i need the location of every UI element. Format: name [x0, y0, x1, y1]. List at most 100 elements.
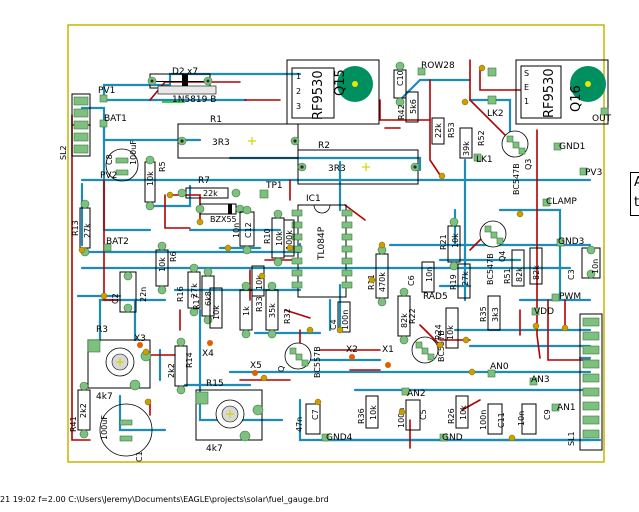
capacitor-c1[interactable]: 100uF C1 — [99, 403, 153, 462]
testpoint-bat1[interactable]: BAT1 — [99, 114, 127, 128]
tp1-label: TP1 — [265, 181, 283, 191]
zener-value: BZX55 — [210, 215, 237, 224]
testpoint-pwm[interactable]: PWM — [551, 292, 581, 302]
testpoint-an3[interactable]: AN3 — [529, 375, 550, 386]
transistor-q-bc557b[interactable]: Q BC557B — [277, 342, 322, 378]
testpoint-x2[interactable]: X2 — [346, 345, 358, 360]
testpoint-x1[interactable]: X1 — [382, 345, 394, 368]
resistor-r33[interactable]: 1k R33 — [239, 281, 264, 339]
mosfet-q16[interactable]: S E 1 RF9530 Q16 — [515, 59, 609, 125]
r3-value: 4k7 — [96, 392, 113, 402]
capacitor-c11[interactable]: 100n C11 — [479, 403, 506, 435]
resistor-r24[interactable]: R24 10k — [434, 307, 459, 349]
ic1-tl084p[interactable]: IC1 TL084P — [291, 194, 353, 298]
connector-sl1[interactable]: SL1 — [567, 313, 603, 451]
resistor-r35[interactable]: R35 3k3 — [479, 295, 501, 331]
resistor-r7[interactable]: R7 22k — [177, 176, 241, 199]
d2-value: 1N5819 B — [172, 95, 216, 105]
resistor-r16[interactable]: R16 27k — [176, 263, 201, 317]
r50-value: 82k — [532, 265, 541, 280]
r3-label: R3 — [96, 325, 108, 335]
capacitor-c4[interactable]: C4 100n — [329, 301, 351, 333]
transistor-q3-bc547b[interactable]: BC547B Q3 — [501, 130, 533, 195]
resistor-r21[interactable]: R21 10k — [439, 217, 461, 271]
r17-label: R17 — [192, 294, 201, 310]
testpoint-an1[interactable]: AN1 — [551, 403, 576, 413]
testpoint-lk1[interactable]: LK1 — [473, 153, 493, 165]
resistor-r22[interactable]: 82k R22 — [397, 287, 417, 345]
testpoint-rad5[interactable]: RAD5 — [423, 292, 448, 302]
testpoint-clamp[interactable]: CLAMP — [542, 197, 577, 207]
r15-value: 4k7 — [206, 444, 223, 454]
resistor-r5[interactable]: 10k R5 — [144, 155, 167, 211]
r51-value: 82k — [515, 267, 524, 282]
pv2-label: PV2 — [100, 171, 117, 181]
resistor-r6[interactable]: 10k R6 — [155, 241, 178, 295]
capacitor-c2[interactable]: C2 22n — [111, 271, 148, 313]
svg-text:2: 2 — [296, 87, 301, 96]
testpoint-an0[interactable]: AN0 — [487, 362, 509, 378]
sl1-label: SL1 — [567, 431, 576, 446]
q15-label: Q15 — [333, 69, 348, 96]
resistor-r42[interactable]: R42 5k6 — [397, 91, 419, 123]
resistor-r34[interactable]: 10k — [251, 265, 265, 297]
testpoint-pv3[interactable]: PV3 — [579, 167, 602, 178]
connector-sl2[interactable]: SL2 — [59, 93, 91, 160]
testpoint-lk2[interactable]: LK2 — [487, 67, 504, 119]
resistor-r53[interactable]: 22k R53 — [431, 117, 456, 145]
testpoint-x4[interactable]: X4 — [202, 340, 214, 359]
pcb-board-view[interactable]: .outline { fill: none; stroke: #c8b400; … — [0, 0, 639, 495]
testpoint-an2[interactable]: AN2 — [401, 387, 426, 399]
capacitor-c8[interactable]: C8 100uF — [105, 140, 139, 182]
testpoint-tp1[interactable]: TP1 — [259, 181, 283, 199]
resistor-r51[interactable]: R51 82k — [503, 249, 525, 287]
capacitor-c10[interactable]: C10 — [393, 61, 407, 107]
c8-label: C8 — [105, 154, 114, 165]
trimmer-r3[interactable]: R3 4k7 — [87, 325, 152, 402]
r22-value: 82k — [400, 313, 409, 328]
resistor-r8[interactable]: 100k — [283, 219, 295, 257]
capacitor-c3[interactable]: C3 10n — [567, 245, 601, 280]
testpoint-row28[interactable]: ROW28 — [417, 61, 455, 76]
resistor-r9[interactable]: 10k — [209, 287, 223, 329]
resistor-r10[interactable]: R10 10k — [263, 209, 285, 267]
r53-label: R53 — [447, 122, 456, 138]
capacitor-c12[interactable]: 10n C12 — [232, 205, 255, 255]
resistor-r52[interactable]: 39k R52 — [459, 127, 486, 159]
resistor-r14[interactable]: 2k2 R14 — [167, 337, 194, 395]
c9-value: 10n — [517, 411, 526, 426]
trimmer-r15[interactable]: R15 4k7 — [195, 379, 264, 454]
svg-text:S: S — [524, 69, 529, 78]
testpoint-pv1[interactable]: PV1 — [98, 86, 115, 103]
bat2-label: BAT2 — [106, 237, 129, 247]
capacitor-c6[interactable]: C6 10n — [407, 261, 435, 293]
r26-label: R26 — [447, 408, 456, 424]
capacitor-c9[interactable]: 10n C9 — [517, 403, 552, 435]
r13-label: R13 — [71, 220, 80, 236]
transistor-q4-bc547b[interactable]: BC547B Q4 — [479, 220, 507, 285]
testpoint-gnd1[interactable]: GND1 — [553, 142, 585, 152]
zener-diode[interactable]: BZX55 — [195, 203, 245, 224]
resistor-r2[interactable]: R2 3R3 — [297, 141, 420, 185]
testpoint-gnd4[interactable]: GND4 — [321, 433, 353, 443]
testpoint-gnd[interactable]: GND — [439, 433, 463, 443]
capacitor-c7[interactable]: 47n C7 — [295, 403, 321, 435]
testpoint-vdd[interactable]: VDD — [531, 307, 554, 317]
resistor-r19[interactable]: R19 27k — [449, 263, 471, 299]
resistor-r1[interactable]: R1 3R3 — [177, 115, 300, 159]
testpoint-x5[interactable]: X5 — [250, 361, 262, 376]
mosfet-q15[interactable]: 1 2 3 RF9530 Q15 — [286, 59, 380, 125]
testpoint-gnd3[interactable]: GND3 — [556, 237, 584, 247]
x1-label: X1 — [382, 345, 394, 355]
testpoint-bat2[interactable]: BAT2 — [103, 237, 129, 252]
resistor-r50[interactable]: 82k — [529, 247, 543, 285]
resistor-r26[interactable]: R26 10k — [447, 395, 469, 429]
vias — [78, 64, 569, 442]
resistor-r41[interactable]: R41 2k2 — [69, 381, 91, 439]
resistor-r36[interactable]: R36 10k — [357, 395, 379, 429]
resistor-r32[interactable]: 35k R32 — [265, 281, 292, 339]
capacitor-c5[interactable]: 100n C5 — [397, 399, 428, 431]
testpoint-x3[interactable]: X3 — [134, 334, 146, 348]
testpoint-out[interactable]: OUT — [592, 107, 612, 124]
resistor-r11[interactable]: 470k R11 — [367, 245, 389, 307]
